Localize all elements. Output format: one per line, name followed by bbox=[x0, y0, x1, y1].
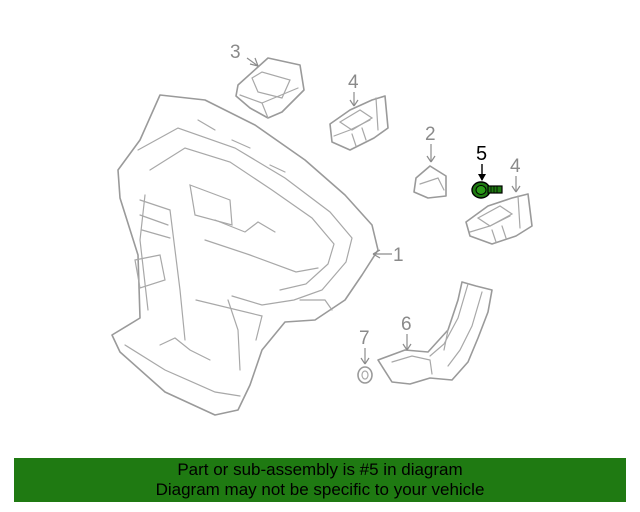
upper-bracket-part bbox=[329, 95, 389, 151]
callout-1: 1 bbox=[372, 245, 404, 266]
lower-bracket-part bbox=[465, 193, 533, 245]
callout-number-6: 6 bbox=[401, 314, 412, 335]
callout-7: 7 bbox=[359, 328, 370, 365]
callout-number-1: 1 bbox=[393, 245, 404, 266]
banner-line-1: Part or sub-assembly is #5 in diagram bbox=[177, 460, 463, 479]
callout-4-lower: 4 bbox=[510, 156, 521, 193]
callout-5: 5 bbox=[476, 143, 487, 181]
callout-number-2: 2 bbox=[425, 124, 436, 145]
callout-number-4-upper: 4 bbox=[348, 72, 359, 93]
bolt-part bbox=[471, 181, 503, 199]
washer-part bbox=[357, 366, 373, 384]
callout-4-upper: 4 bbox=[348, 72, 359, 107]
banner-line-2: Diagram may not be specific to your vehi… bbox=[155, 480, 485, 499]
callout-number-4-lower: 4 bbox=[510, 156, 521, 177]
parts-diagram: 1 3 4 2 bbox=[111, 42, 533, 416]
callout-number-5: 5 bbox=[476, 143, 487, 165]
callout-number-7: 7 bbox=[359, 328, 370, 349]
callout-3: 3 bbox=[230, 42, 259, 67]
info-banner: Part or sub-assembly is #5 in diagram Di… bbox=[14, 458, 626, 502]
callout-6: 6 bbox=[401, 314, 412, 351]
radiator-support-part bbox=[111, 94, 379, 416]
callout-number-3: 3 bbox=[230, 42, 241, 63]
upper-housing-part bbox=[235, 57, 305, 119]
callout-2: 2 bbox=[425, 124, 436, 163]
shield-part bbox=[413, 165, 447, 199]
air-duct-part bbox=[377, 281, 493, 385]
